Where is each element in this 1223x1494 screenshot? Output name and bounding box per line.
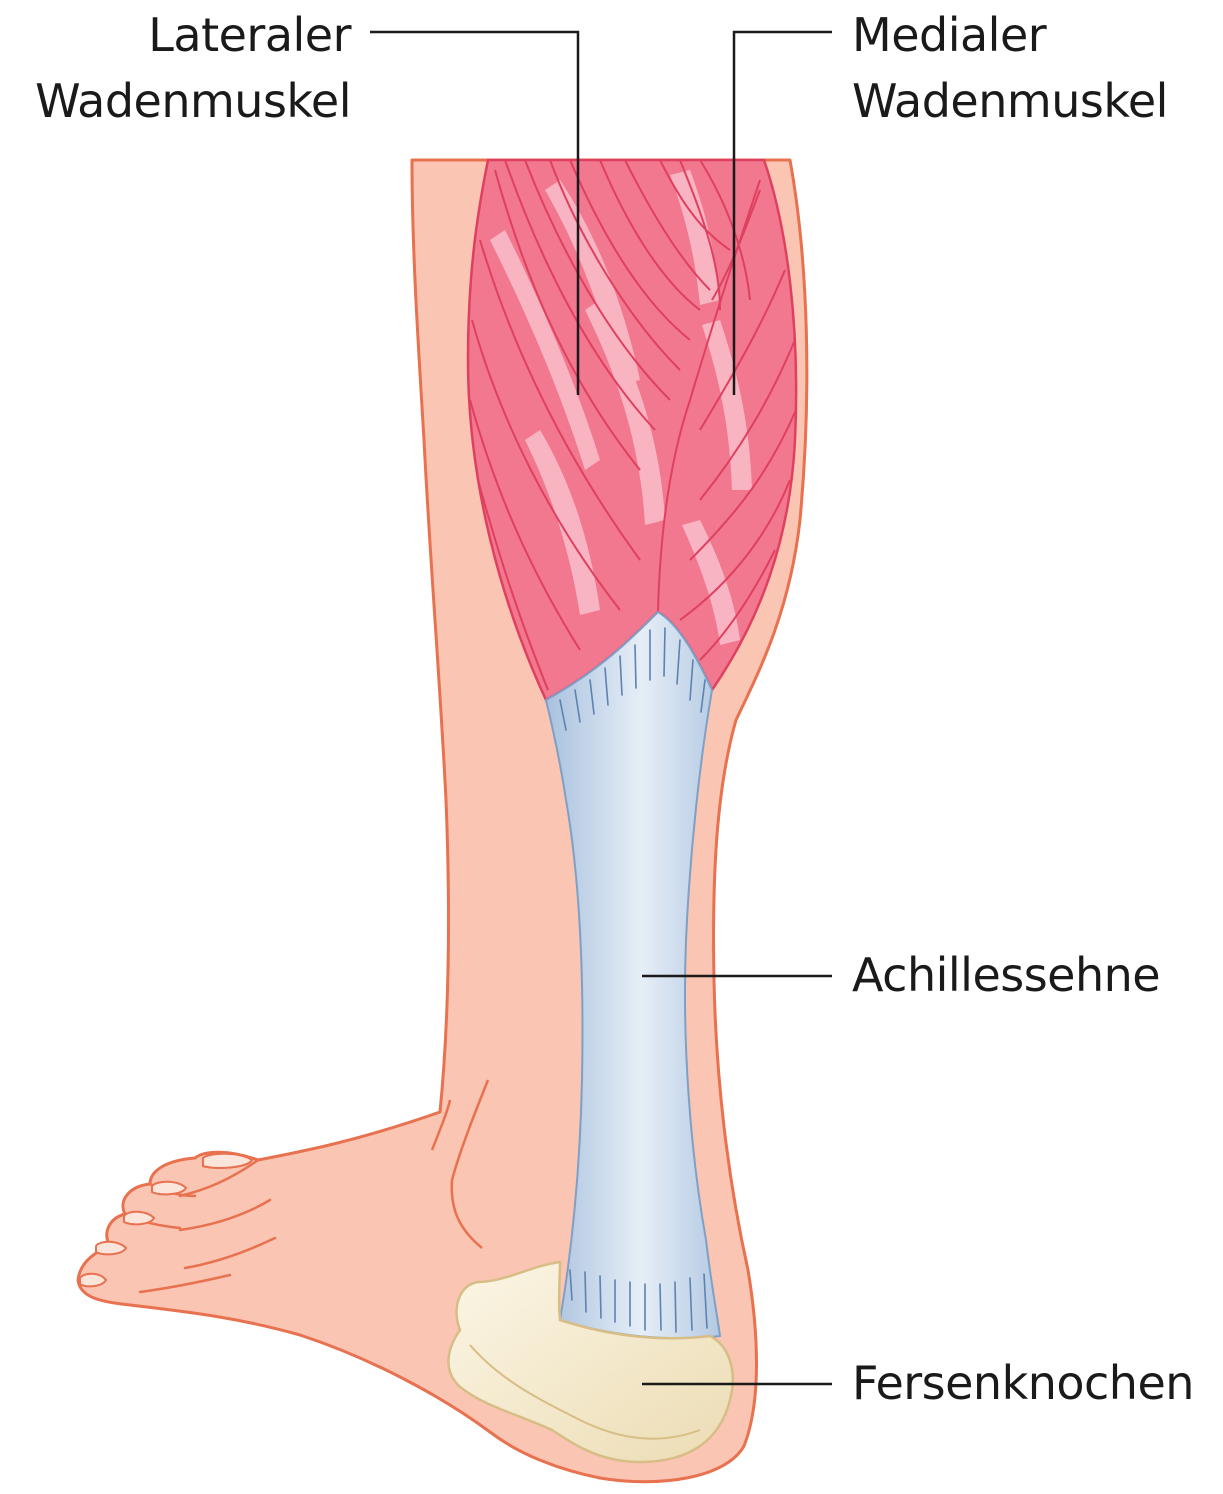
label-medial-line1: Medialer <box>852 2 1168 68</box>
label-lateral-line1: Lateraler <box>35 2 351 68</box>
calf-muscles <box>468 160 796 700</box>
label-lateral-line2: Wadenmuskel <box>35 68 351 134</box>
label-achilles-tendon: Achillessehne <box>852 942 1160 1008</box>
label-heel-bone: Fersenknochen <box>852 1350 1194 1416</box>
label-medial-line2: Wadenmuskel <box>852 68 1168 134</box>
label-medial-calf-muscle: Medialer Wadenmuskel <box>852 2 1168 134</box>
label-lateral-calf-muscle: Lateraler Wadenmuskel <box>35 2 351 134</box>
